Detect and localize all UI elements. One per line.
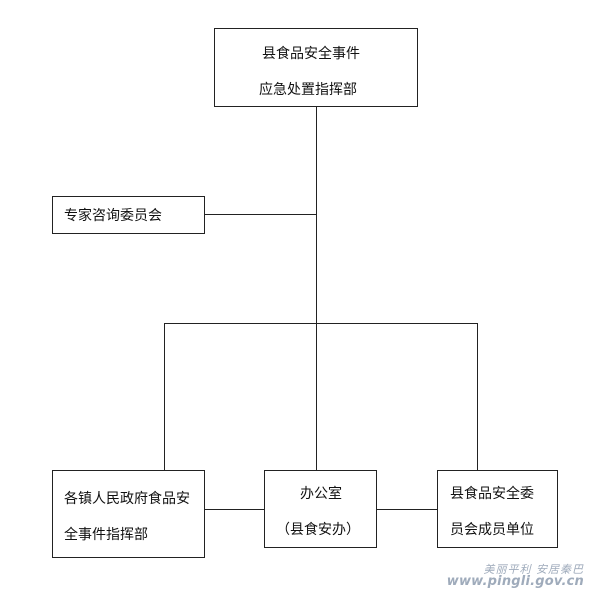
connector-horizontal-bus (164, 323, 478, 324)
connector-expert-to-trunk (205, 214, 317, 215)
connector-bus-to-members (477, 323, 478, 470)
node-office-food-safety: 办公室 （县食安办） (264, 470, 377, 548)
connector-bus-to-town (164, 323, 165, 470)
node-expert-advisory-committee: 专家咨询委员会 (52, 196, 205, 234)
site-watermark: 美丽平利 安居秦巴 www.pingli.gov.cn (447, 564, 584, 589)
watermark-slogan: 美丽平利 安居秦巴 (483, 562, 584, 576)
node-members-line-1: 县食品安全委 (450, 486, 534, 502)
node-emergency-command-hq: 县食品安全事件 应急处置指挥部 (214, 28, 418, 107)
node-town-command-centers: 各镇人民政府食品安 全事件指挥部 (52, 470, 205, 558)
node-expert-label: 专家咨询委员会 (64, 208, 162, 224)
connector-hq-to-bus (316, 107, 317, 470)
node-office-line-2: （县食安办） (276, 522, 360, 538)
node-committee-member-units: 县食品安全委 员会成员单位 (437, 470, 558, 548)
node-town-line-2: 全事件指挥部 (64, 527, 148, 543)
connector-town-to-office (205, 509, 264, 510)
node-town-line-1: 各镇人民政府食品安 (64, 491, 190, 507)
node-hq-line-1: 县食品安全事件 (262, 46, 360, 62)
watermark-url: www.pingli.gov.cn (446, 574, 584, 590)
connector-office-to-members (377, 509, 437, 510)
node-hq-line-2: 应急处置指挥部 (259, 82, 357, 98)
node-members-line-2: 员会成员单位 (450, 522, 534, 538)
node-office-line-1: 办公室 (300, 486, 342, 502)
